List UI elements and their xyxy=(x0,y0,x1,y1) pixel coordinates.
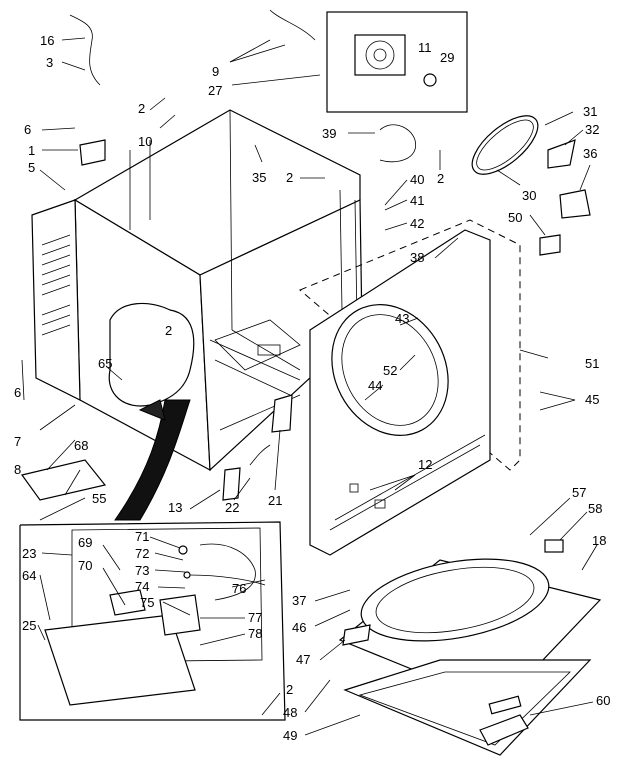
callout-50: 50 xyxy=(508,210,522,225)
callout-25: 25 xyxy=(22,618,36,633)
callout-13: 13 xyxy=(168,500,182,515)
callout-71: 71 xyxy=(135,529,149,544)
callout-40: 40 xyxy=(410,172,424,187)
callout-49: 49 xyxy=(283,728,297,743)
callout-32: 32 xyxy=(585,122,599,137)
foot-plate-8 xyxy=(20,459,107,501)
callout-35: 35 xyxy=(252,170,266,185)
exhaust-duct xyxy=(114,399,191,521)
callout-2-c: 2 xyxy=(437,171,444,186)
bracket-32 xyxy=(547,139,576,169)
callout-10: 10 xyxy=(138,134,152,149)
callout-41: 41 xyxy=(410,193,424,208)
callout-58: 58 xyxy=(588,501,602,516)
callout-labels: 16 3 9 27 11 29 2 10 6 1 5 35 2 39 2 40 … xyxy=(14,33,610,743)
callout-52: 52 xyxy=(383,363,397,378)
top-lid-assembly xyxy=(338,539,602,756)
roller-36 xyxy=(559,189,591,219)
callout-45: 45 xyxy=(585,392,599,407)
motor-assembly xyxy=(326,11,468,113)
door-opening xyxy=(331,304,449,436)
callout-23: 23 xyxy=(22,546,36,561)
callout-36: 36 xyxy=(583,146,597,161)
callout-9: 9 xyxy=(212,64,219,79)
callout-7: 7 xyxy=(14,434,21,449)
motor xyxy=(354,34,406,76)
callout-12: 12 xyxy=(418,457,432,472)
rear-panel xyxy=(31,199,81,401)
callout-51: 51 xyxy=(585,356,599,371)
callout-16: 16 xyxy=(40,33,54,48)
door-seal-outer xyxy=(360,558,550,642)
callout-69: 69 xyxy=(78,535,92,550)
callout-1: 1 xyxy=(28,143,35,158)
callout-43: 43 xyxy=(395,311,409,326)
motor-box xyxy=(326,11,468,113)
callout-22: 22 xyxy=(225,500,239,515)
duct-arrow xyxy=(138,399,166,421)
plate-13 xyxy=(222,467,241,501)
part-50 xyxy=(539,234,561,256)
clip-47 xyxy=(342,624,371,646)
door-seal-inner xyxy=(375,566,535,634)
callout-21: 21 xyxy=(268,493,282,508)
callout-31: 31 xyxy=(583,104,597,119)
callout-8: 8 xyxy=(14,462,21,477)
callout-48: 48 xyxy=(283,705,297,720)
callout-6-a: 6 xyxy=(24,122,31,137)
control-assembly xyxy=(19,521,286,721)
callout-60: 60 xyxy=(596,693,610,708)
drive-belt xyxy=(471,115,539,175)
leader-lines xyxy=(21,37,598,736)
callout-2-e: 2 xyxy=(286,682,293,697)
callout-42: 42 xyxy=(410,216,424,231)
callout-64: 64 xyxy=(22,568,36,583)
callout-75: 75 xyxy=(140,595,154,610)
callout-39: 39 xyxy=(322,126,336,141)
callout-76: 76 xyxy=(232,581,246,596)
harness-16 xyxy=(69,14,101,86)
callout-30: 30 xyxy=(522,188,536,203)
callout-3: 3 xyxy=(46,55,53,70)
callout-18: 18 xyxy=(592,533,606,548)
bracket-21 xyxy=(271,394,293,433)
callout-70: 70 xyxy=(78,558,92,573)
callout-29: 29 xyxy=(440,50,454,65)
control-box xyxy=(19,521,286,721)
callout-37: 37 xyxy=(292,593,306,608)
callout-74: 74 xyxy=(135,579,149,594)
spring-22 xyxy=(249,444,271,466)
callout-57: 57 xyxy=(572,485,586,500)
callout-73: 73 xyxy=(135,563,149,578)
callout-44: 44 xyxy=(368,378,382,393)
callout-47: 47 xyxy=(296,652,310,667)
lint-screen-tray xyxy=(343,659,592,756)
front-panel xyxy=(299,219,521,556)
callout-2-a: 2 xyxy=(138,101,145,116)
callout-38: 38 xyxy=(410,250,424,265)
control-bracket xyxy=(44,614,196,706)
bracket-1 xyxy=(79,139,106,166)
callout-6-b: 6 xyxy=(14,385,21,400)
callout-2-d: 2 xyxy=(165,323,172,338)
callout-11: 11 xyxy=(418,40,432,55)
callout-27: 27 xyxy=(208,83,222,98)
callout-55: 55 xyxy=(92,491,106,506)
callout-2-b: 2 xyxy=(286,170,293,185)
callout-72: 72 xyxy=(135,546,149,561)
handle-60 xyxy=(479,714,529,746)
callout-78: 78 xyxy=(248,626,262,641)
callout-68: 68 xyxy=(74,438,88,453)
cord-39 xyxy=(379,124,416,163)
callout-77: 77 xyxy=(248,610,262,625)
harness-9 xyxy=(269,9,316,41)
control-inner-box xyxy=(71,527,263,663)
callout-65: 65 xyxy=(98,356,112,371)
cutaway-blob xyxy=(108,302,195,407)
callout-5: 5 xyxy=(28,160,35,175)
callout-46: 46 xyxy=(292,620,306,635)
